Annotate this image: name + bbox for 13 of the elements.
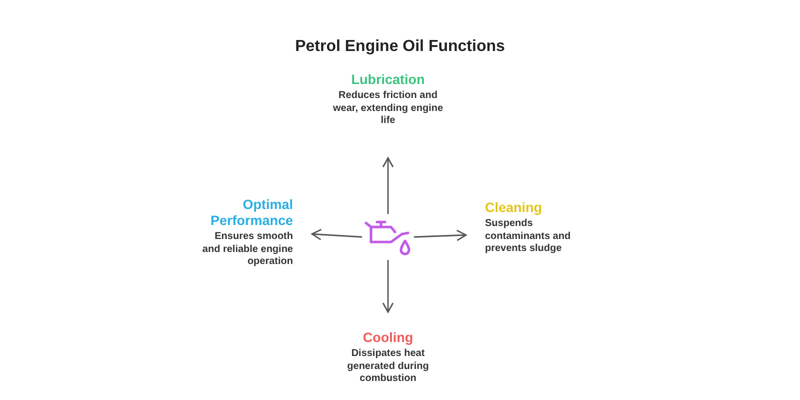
- diagram-title: Petrol Engine Oil Functions: [294, 38, 506, 56]
- arrow: [382, 157, 394, 214]
- function-title: Cleaning: [485, 200, 544, 216]
- function-title: Lubrication: [350, 72, 426, 88]
- function-description: Ensures smooth and reliable engine operation: [201, 231, 293, 268]
- arrow: [311, 228, 362, 240]
- function-description: Suspends contaminants and prevents sludge: [485, 218, 572, 256]
- function-description: Dissipates heat generated during combustion: [346, 348, 430, 386]
- function-title: Cooling: [362, 330, 414, 346]
- arrow: [414, 230, 467, 242]
- arrow: [382, 260, 394, 313]
- function-title: Optimal Performance: [209, 197, 293, 229]
- function-description: Reduces friction and wear, extending engine life: [332, 90, 444, 128]
